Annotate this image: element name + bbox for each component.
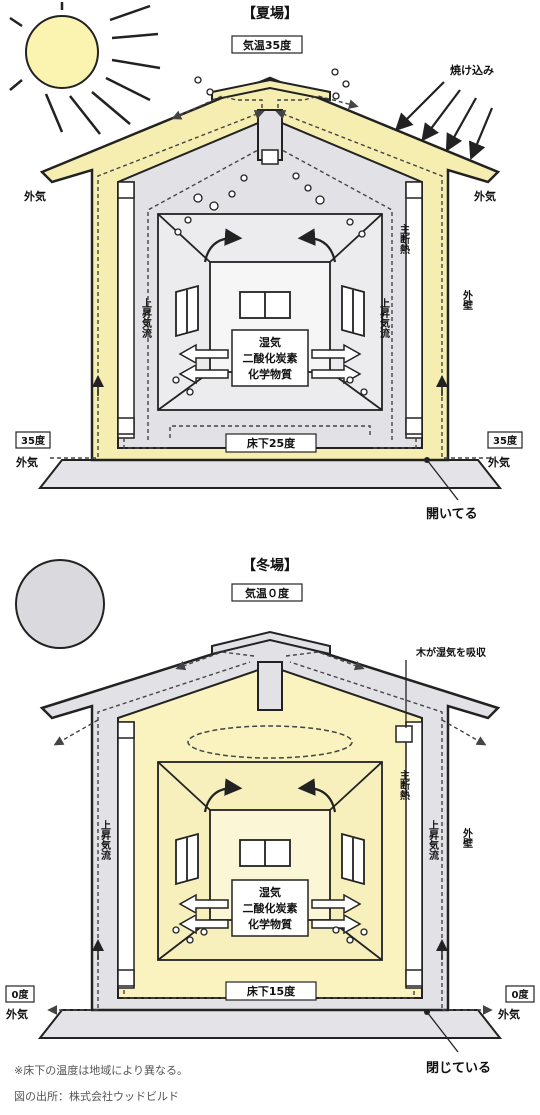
summer-bubbles: [172, 68, 368, 396]
summer-arrow-left-2: [178, 363, 229, 385]
winter-title: 【冬場】: [242, 557, 298, 574]
winter-arrow-left-2: [178, 913, 229, 935]
winter-outdoor-temp-left-badge: [5, 985, 35, 1003]
winter-wood-absorbs-label: 木が湿気を吸収: [415, 646, 487, 659]
winter-attic-circulation: [187, 725, 353, 759]
summer-rising-air-right: 上昇気流: [378, 297, 391, 339]
winter-outer-wall-label: 外壁: [461, 827, 474, 848]
winter-outdoor-temp-right-badge: [505, 985, 535, 1003]
winter-arrow-right-2: [311, 913, 362, 935]
summer-vent-state: 開いてる: [426, 507, 478, 522]
summer-outdoor-temp-right: 35度: [493, 434, 518, 447]
summer-outdoor-temp-left: 35度: [21, 434, 46, 447]
winter-left-post: [117, 721, 135, 989]
winter-airflow-left: [97, 661, 251, 1008]
summer-underfloor-badge: [225, 433, 317, 453]
winter-rising-air-left: 上昇気流: [99, 819, 112, 861]
summer-left-post: [117, 181, 135, 439]
winter-panel: 【冬場】 気温０度: [5, 557, 535, 1076]
summer-outside-air-bottom-left: 外気: [15, 455, 38, 469]
summer-panel: 【夏場】 気温35度: [9, 2, 523, 522]
winter-arrow-left-1: [178, 893, 229, 915]
summer-chemicals-label: 化学物質: [248, 367, 292, 381]
summer-arrow-left-1: [178, 343, 229, 365]
summer-radiant-arrows: [394, 81, 494, 161]
winter-vent-state: 閉じている: [426, 1061, 491, 1076]
summer-outdoor-temp-left-badge: [15, 431, 51, 449]
summer-underfloor-label: 床下25度: [247, 436, 296, 450]
winter-bubbles: [172, 926, 368, 944]
winter-arrow-right-1: [311, 893, 362, 915]
winter-main-insulation-label: 主断熱: [398, 769, 410, 801]
winter-outside-air-right: 外気: [497, 1007, 520, 1021]
winter-pollutant-box: [231, 879, 309, 937]
summer-right-post: [405, 181, 423, 439]
sun-icon: [9, 2, 161, 135]
summer-air-temp: 気温35度: [243, 38, 292, 52]
summer-outside-air-top-right: 外気: [473, 189, 496, 203]
winter-moisture-label: 湿気: [259, 885, 281, 899]
winter-airflow-right: [289, 661, 443, 1008]
winter-co2-label: 二酸化炭素: [243, 901, 298, 915]
winter-underfloor-badge: [225, 981, 317, 1001]
footnote: ※床下の温度は地域により異なる。: [14, 1063, 188, 1077]
summer-title: 【夏場】: [242, 5, 298, 22]
winter-outside-air-left: 外気: [5, 1007, 28, 1021]
summer-outside-air-top-left: 外気: [23, 189, 46, 203]
summer-co2-label: 二酸化炭素: [243, 351, 298, 365]
summer-moisture-label: 湿気: [259, 335, 281, 349]
summer-air-temp-badge: [231, 35, 303, 54]
summer-outside-air-bottom-right: 外気: [487, 455, 510, 469]
winter-air-temp-badge: [231, 583, 303, 602]
winter-outdoor-temp-left: 0度: [12, 988, 30, 1001]
winter-right-post: [405, 721, 423, 989]
summer-outdoor-temp-right-badge: [487, 431, 523, 449]
winter-ridge-vent: [211, 630, 331, 711]
winter-chemicals-label: 化学物質: [248, 917, 292, 931]
winter-underfloor-label: 床下15度: [247, 984, 296, 998]
summer-airflow-right: [275, 109, 490, 459]
summer-arrow-right-1: [311, 343, 362, 365]
winter-air-temp: 気温０度: [245, 586, 290, 600]
summer-pollutant-box: [231, 329, 309, 387]
summer-radiant-heat-label: 焼け込み: [450, 63, 494, 77]
summer-outer-wall-label: 外壁: [461, 289, 474, 310]
winter-sun-icon: [15, 559, 105, 649]
summer-ground: [37, 459, 503, 489]
source-credit: 図の出所：株式会社ウッドビルド: [14, 1089, 179, 1103]
summer-rising-air-left: 上昇気流: [140, 297, 153, 339]
winter-ground: [37, 1009, 503, 1039]
summer-main-insulation-label: 主断熱: [398, 223, 410, 255]
winter-outdoor-temp-right: 0度: [512, 988, 530, 1001]
winter-rising-air-right: 上昇気流: [427, 819, 440, 861]
summer-airflow-left: [50, 109, 265, 459]
